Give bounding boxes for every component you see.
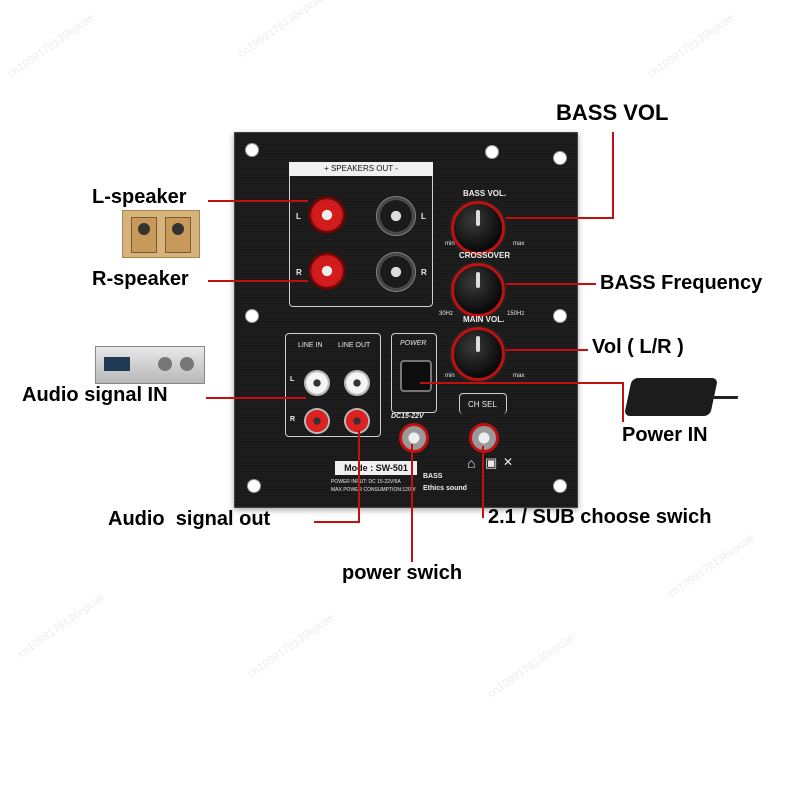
callout-bass-vol: BASS VOL [556,100,669,125]
display-icon [104,357,130,371]
mounting-hole [553,151,567,165]
callout-audio-out: Audio signal out [108,508,271,530]
mounting-hole [245,143,259,157]
leader-line [482,446,484,518]
main-vol-max-label: max [513,373,525,379]
leader-line [358,430,360,522]
line-out-left-jack[interactable] [346,372,368,394]
max-power-spec: MAX POWER CONSUMPTION:120W [331,487,416,493]
callout-power-in: Power IN [622,424,708,446]
callout-audio-in: Audio signal IN [22,384,168,406]
bass-vol-knob[interactable] [451,201,505,255]
weee-bin-icon: ✕ [503,455,514,469]
right-speaker-positive-terminal[interactable] [308,252,346,290]
power-switch[interactable] [399,423,429,453]
line-right-label: R [290,416,296,423]
mounting-hole [553,479,567,493]
crossover-high-label: 150Hz [507,311,525,317]
watermark-text: cn1099178136epcae [245,611,337,681]
mounting-hole [485,145,499,159]
callout-l-speaker: L-speaker [92,186,187,208]
callout-bass-frequency: BASS Frequency [600,272,763,294]
watermark-text: cn1099178136epcae [665,531,757,601]
leader-line [506,349,588,351]
leader-line [622,382,624,422]
ch-sel-label: CH SEL [468,400,497,409]
callout-ch-switch: 2.1 / SUB choose swich [488,506,712,528]
callout-vol-lr: Vol ( L/R ) [592,336,684,358]
left-speaker-negative-terminal[interactable] [376,196,416,236]
leader-line [506,283,596,285]
ch-sel-switch[interactable] [469,423,499,453]
line-left-label: L [290,376,295,383]
left-channel-label: L [421,212,426,221]
crossover-low-label: 30Hz [439,311,454,317]
bass-vol-min-label: min [445,241,455,247]
line-in-right-jack[interactable] [306,410,328,432]
line-out-right-jack[interactable] [346,410,368,432]
bookshelf-speakers-image [122,210,200,258]
callout-power-switch: power swich [342,562,463,584]
mounting-hole [247,479,261,493]
watermark-text: cn1099178136epcae [485,631,577,701]
line-in-label: LINE IN [298,342,323,349]
mounting-hole [245,309,259,323]
home-icon: ⌂ [467,455,476,471]
watermark-text: cn1099178136epcae [645,11,737,81]
main-vol-min-label: min [445,373,455,379]
bass-vol-max-label: max [513,241,525,247]
callout-r-speaker: R-speaker [92,268,189,290]
watermark-text: cn1099178136epcae [235,0,327,61]
mounting-hole [553,309,567,323]
audio-source-device-image [95,346,205,384]
speakers-out-label: + SPEAKERS OUT - [289,162,433,176]
power-label: POWER [400,340,427,347]
left-speaker-positive-terminal[interactable] [308,196,346,234]
right-channel-label: R [296,268,302,277]
brand-label: Ethics sound [423,485,467,492]
main-vol-knob[interactable] [451,327,505,381]
leader-line [208,280,308,282]
watermark-text: cn1099178136epcae [15,591,107,661]
left-channel-label: L [296,212,301,221]
line-io-block: LINE IN LINE OUT L R [285,333,381,437]
leader-line [208,200,308,202]
leader-line [411,444,413,562]
line-in-left-jack[interactable] [306,372,328,394]
power-block: POWER [391,333,437,413]
power-adapter-image [623,378,719,416]
leader-line [420,382,624,384]
bass-vol-label: BASS VOL. [463,189,507,198]
knob-icon [180,357,194,371]
amplifier-panel: + SPEAKERS OUT - L L R R BASS VOL. min m… [234,132,578,508]
watermark-text: cn1099178136epcae [5,11,97,81]
leader-line [612,132,614,218]
square-icon: ▣ [485,455,498,470]
right-speaker-negative-terminal[interactable] [376,252,416,292]
crossover-knob[interactable] [451,263,505,317]
speakers-out-block: + SPEAKERS OUT - L L R R [289,162,433,307]
leader-line [206,397,306,399]
model-plate: Mode : SW-501 [335,461,417,475]
speaker-icon [131,217,157,253]
model-label: Mode : SW-501 [344,463,408,473]
ch-sel-block: CH SEL [459,393,507,414]
leader-line [314,521,360,523]
main-vol-label: MAIN VOL. [463,315,505,324]
right-channel-label: R [421,268,427,277]
crossover-label: CROSSOVER [459,251,511,260]
line-out-label: LINE OUT [338,342,371,349]
power-input-spec: POWER INPUT: DC 15-22V/5A [331,479,401,485]
leader-line [506,217,614,219]
bass-label: BASS [423,473,443,480]
dc-voltage-label: DC15-22V [391,413,424,420]
dc-power-jack[interactable] [400,360,432,392]
speaker-icon [165,217,191,253]
knob-icon [158,357,172,371]
